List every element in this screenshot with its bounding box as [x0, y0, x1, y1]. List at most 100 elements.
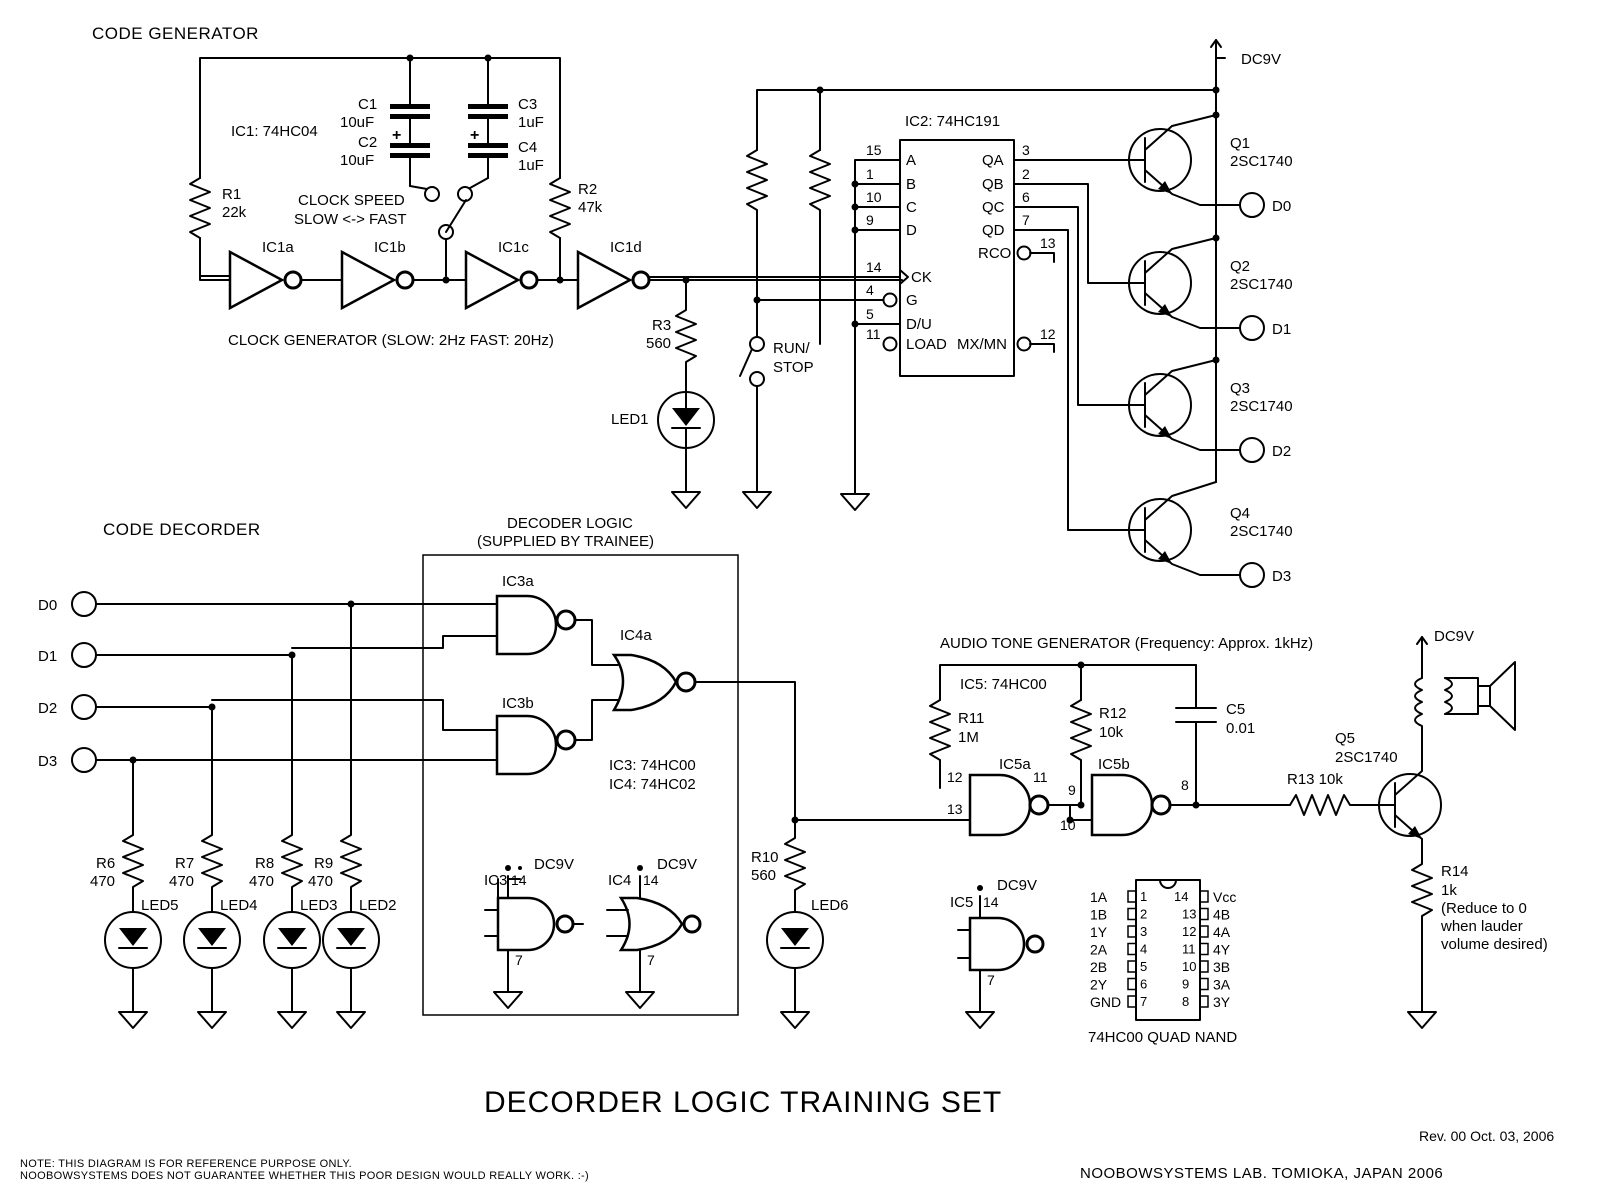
resistor-r13: [1289, 794, 1381, 816]
ic5b-pin9: 9: [1068, 782, 1076, 798]
r9-value: 470: [308, 873, 333, 890]
r2-value: 47k: [578, 199, 603, 216]
c5-label: C5: [1226, 701, 1245, 718]
input-terminal-d3[interactable]: [71, 747, 97, 773]
ic4-pin14: 14: [643, 872, 659, 888]
svg-text:+: +: [470, 127, 479, 144]
revision-label: Rev. 00 Oct. 03, 2006: [1419, 1128, 1554, 1144]
pinout-pin-name: 4Y: [1213, 942, 1231, 958]
pinout-pin-name: 4B: [1213, 907, 1230, 923]
input-terminal-d1[interactable]: [71, 642, 97, 668]
resistor-pullup-2: [809, 149, 831, 345]
decoder-logic-box: [422, 554, 739, 1016]
pinout-pin-name: 2B: [1090, 959, 1107, 975]
inverter-ic1a: [228, 249, 303, 311]
ic5-pin7: 7: [987, 972, 995, 988]
pinout-pin-number: 13: [1182, 907, 1196, 922]
run-stop-label: RUN/: [773, 340, 810, 357]
ic2-pin-name: D: [906, 222, 917, 239]
led4: [183, 911, 241, 1029]
ic3-dc9v-label: DC9V: [534, 856, 574, 873]
pinout-pin-number: 5: [1140, 959, 1147, 974]
transistor-q4: [1128, 481, 1265, 588]
resistor-pullup-1: [746, 149, 768, 301]
ic1b-label: IC1b: [374, 239, 406, 256]
ic2-pin-number: 5: [866, 306, 874, 322]
ic4-type-label: IC4: 74HC02: [609, 776, 696, 793]
ic2-pin-number: 15: [866, 142, 882, 158]
c3-label: C3: [518, 96, 537, 113]
section-code-decoder: CODE DECORDER: [103, 520, 261, 539]
q2-type: 2SC1740: [1230, 276, 1293, 293]
r12-value: 10k: [1099, 724, 1124, 741]
led6: [766, 911, 824, 1029]
pinout-pin-name: 2A: [1090, 942, 1108, 958]
decoder-logic-subtitle: (SUPPLIED BY TRAINEE): [477, 533, 654, 550]
ic3a-label: IC3a: [502, 573, 534, 590]
r3-label: R3: [652, 317, 671, 334]
nor-ic4-power: [606, 865, 702, 1009]
r2-label: R2: [578, 181, 597, 198]
r14-note-3: volume desired): [1441, 936, 1548, 953]
clock-generator-label: CLOCK GENERATOR (SLOW: 2Hz FAST: 20Hz): [228, 332, 554, 349]
run-stop-switch[interactable]: [739, 336, 772, 509]
pinout-pin-number: 10: [1182, 959, 1196, 974]
r14-note-2: when lauder: [1440, 918, 1523, 935]
r14-value: 1k: [1441, 882, 1457, 899]
ic3-pin14: 14: [511, 872, 527, 888]
ic2-pin-name: A: [906, 152, 916, 169]
ic5a-pin13: 13: [947, 801, 963, 817]
c2-value: 10uF: [340, 152, 374, 169]
ic5-label: IC5: 74HC00: [960, 676, 1047, 693]
dc9v-label-top: DC9V: [1241, 51, 1281, 68]
pinout-caption: 74HC00 QUAD NAND: [1088, 1029, 1237, 1046]
led6-label: LED6: [811, 897, 849, 914]
input-label: D0: [38, 597, 57, 614]
inverter-ic1c: [464, 249, 539, 311]
ic2-pin-number: 14: [866, 259, 882, 275]
transistor-q5: [1378, 747, 1442, 859]
led2-label: LED2: [359, 897, 397, 914]
ic1a-label: IC1a: [262, 239, 294, 256]
ic2-pin-name: C: [906, 199, 917, 216]
transistor-q1: [1128, 114, 1265, 218]
output-d1-label: D1: [1272, 321, 1291, 338]
c3-value: 1uF: [518, 114, 544, 131]
pinout-pin-name: 1B: [1090, 907, 1107, 923]
pinout-pin-number: 2: [1140, 907, 1147, 922]
input-terminal-d2[interactable]: [71, 694, 97, 720]
r12-label: R12: [1099, 705, 1127, 722]
ic2-pin-number: 13: [1040, 235, 1056, 251]
ic5b-label: IC5b: [1098, 756, 1130, 773]
c4-value: 1uF: [518, 157, 544, 174]
c1-value: 10uF: [340, 114, 374, 131]
r6-label: R6: [96, 855, 115, 872]
ic5a-pin11: 11: [1033, 769, 1048, 785]
r13-label: R13 10k: [1287, 771, 1343, 788]
note-line-2: NOOBOWSYSTEMS DOES NOT GUARANTEE WHETHER…: [20, 1170, 589, 1182]
input-terminal-d0[interactable]: [71, 591, 97, 617]
svg-text:+: +: [392, 127, 401, 144]
q5-label: Q5: [1335, 730, 1355, 747]
ic4-power-label: IC4: [608, 872, 631, 889]
inverter-ic1d: [576, 249, 651, 311]
pinout-pin-name: 3Y: [1213, 994, 1231, 1010]
ic2-pin-number: 6: [1022, 189, 1030, 205]
nand-ic3a: [495, 594, 577, 656]
pinout-pin-name: 3A: [1213, 977, 1231, 993]
resistor-r14: [1407, 857, 1437, 1029]
ic2-pin-name: G: [906, 292, 918, 309]
r7-value: 470: [169, 873, 194, 890]
q5-dc9v-label: DC9V: [1434, 628, 1474, 645]
pinout-pin-number: 8: [1182, 994, 1189, 1009]
r8-label: R8: [255, 855, 274, 872]
pinout-pin-number: 7: [1140, 994, 1147, 1009]
q1-type: 2SC1740: [1230, 153, 1293, 170]
clock-speed-label: CLOCK SPEED: [298, 192, 405, 209]
ic3-power-label: IC3: [484, 872, 507, 889]
transistor-q2: [1128, 237, 1265, 341]
ic2-pin-number: 4: [866, 282, 874, 298]
ic3b-label: IC3b: [502, 695, 534, 712]
r9-label: R9: [314, 855, 333, 872]
ic2-pin-number: 3: [1022, 142, 1030, 158]
